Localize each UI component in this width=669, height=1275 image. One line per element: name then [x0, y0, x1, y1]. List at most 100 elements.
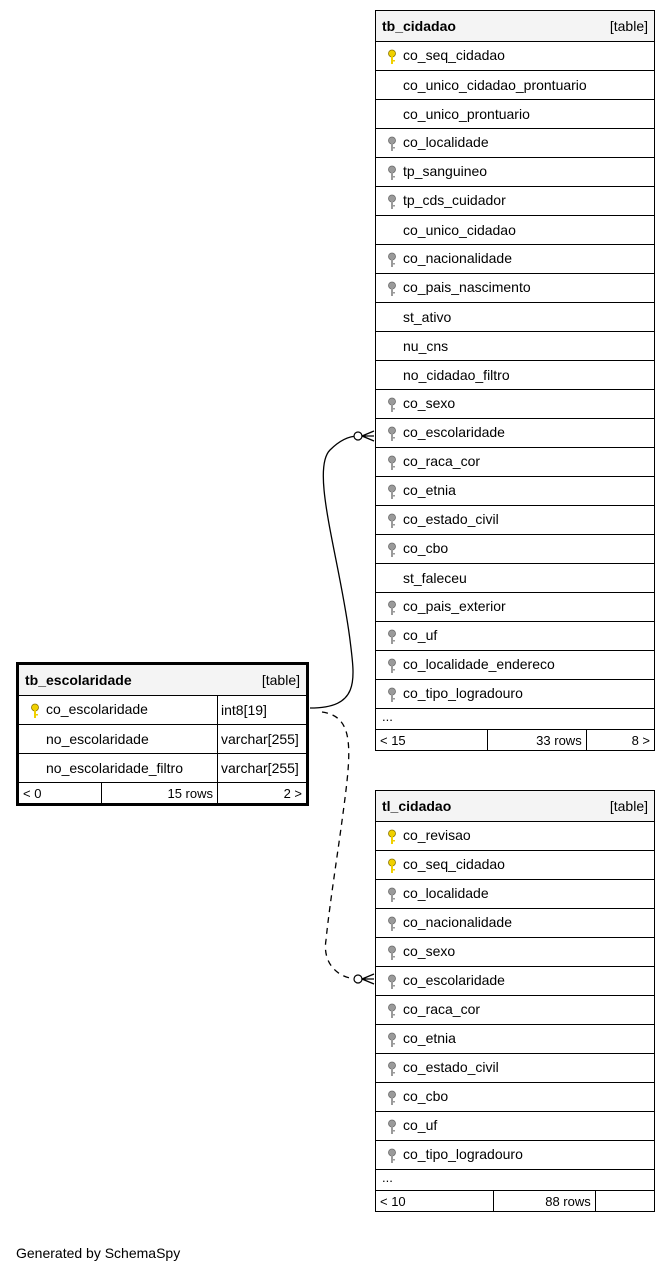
table-type-label: [table]: [609, 798, 648, 814]
column-name[interactable]: co_nacionalidade: [403, 250, 512, 267]
children-count[interactable]: 2 >: [217, 782, 308, 805]
column-row[interactable]: co_pais_exterior: [375, 592, 655, 622]
column-row[interactable]: nu_cns: [375, 331, 655, 361]
column-row[interactable]: co_nacionalidade: [375, 908, 655, 938]
table-tb-cidadao[interactable]: tb_cidadao[table] co_seq_cidadao co_unico_…: [374, 10, 656, 751]
column-row[interactable]: co_unico_cidadao_prontuario: [375, 70, 655, 100]
table-header[interactable]: tb_escolaridade[table]: [17, 663, 308, 696]
column-name[interactable]: co_etnia: [403, 1030, 456, 1047]
column-name[interactable]: co_estado_civil: [403, 1059, 499, 1076]
column-name[interactable]: nu_cns: [403, 338, 449, 354]
column-row[interactable]: co_revisao: [375, 821, 655, 851]
more-columns-row[interactable]: ...: [375, 708, 655, 730]
column-name[interactable]: co_pais_exterior: [403, 598, 506, 615]
column-name[interactable]: co_localidade: [403, 134, 489, 151]
parents-count[interactable]: < 10: [374, 1190, 495, 1212]
column-name[interactable]: co_pais_nascimento: [403, 279, 531, 296]
column-row[interactable]: no_cidadao_filtro: [375, 360, 655, 390]
column-row[interactable]: tp_cds_cuidador: [375, 186, 655, 216]
column-name[interactable]: co_revisao: [403, 827, 471, 844]
table-tl-cidadao[interactable]: tl_cidadao [table] co_revisao co_seq_cidada…: [374, 790, 656, 1212]
column-name[interactable]: co_uf: [403, 627, 438, 644]
column-name[interactable]: co_seq_cidadao: [403, 856, 505, 873]
column-row[interactable]: co_escolaridade: [375, 966, 655, 996]
column-row[interactable]: st_ativo: [375, 302, 655, 332]
column-name[interactable]: co_escolaridade: [403, 972, 505, 989]
column-name[interactable]: no_escolaridade: [46, 731, 149, 747]
column-name[interactable]: co_seq_cidadao: [403, 47, 505, 64]
column-row[interactable]: co_localidade: [375, 128, 655, 158]
column-row[interactable]: co_localidade_endereco: [375, 650, 655, 680]
column-name[interactable]: st_ativo: [403, 309, 452, 325]
column-name[interactable]: co_unico_cidadao_prontuario: [403, 77, 587, 93]
column-name[interactable]: co_sexo: [403, 395, 456, 412]
column-name[interactable]: co_uf: [403, 1117, 438, 1134]
column-row[interactable]: co_estado_civil: [375, 505, 655, 535]
column-name[interactable]: co_cbo: [403, 1088, 449, 1105]
column-row[interactable]: co_seq_cidadao: [375, 41, 655, 71]
column-row[interactable]: co_uf: [375, 1111, 655, 1141]
column-row[interactable]: no_escolaridade varchar[255]: [17, 724, 308, 754]
column-name[interactable]: co_raca_cor: [403, 453, 481, 470]
column-row[interactable]: co_unico_prontuario: [375, 99, 655, 129]
table-name[interactable]: tb_escolaridade: [25, 672, 132, 688]
column-row[interactable]: co_tipo_logradouro: [375, 1140, 655, 1170]
column-name[interactable]: co_escolaridade: [46, 701, 148, 718]
column-name[interactable]: co_localidade_endereco: [403, 656, 555, 673]
column-type: varchar[255]: [217, 724, 308, 754]
column-row[interactable]: co_sexo: [375, 389, 655, 419]
ellipsis[interactable]: ...: [375, 708, 655, 730]
column-row[interactable]: co_seq_cidadao: [375, 850, 655, 880]
column-name[interactable]: co_raca_cor: [403, 1001, 481, 1018]
table-name[interactable]: tb_cidadao: [382, 18, 456, 34]
column-name[interactable]: co_escolaridade: [403, 424, 505, 441]
parents-count[interactable]: < 0: [17, 782, 102, 805]
table-name[interactable]: tl_cidadao: [382, 798, 452, 814]
table-header[interactable]: tb_cidadao[table]: [375, 10, 655, 42]
column-name[interactable]: co_localidade: [403, 885, 489, 902]
column-row[interactable]: co_cbo: [375, 1082, 655, 1112]
column-name[interactable]: co_tipo_logradouro: [403, 1146, 523, 1163]
column-name[interactable]: co_etnia: [403, 482, 456, 499]
column-row[interactable]: co_sexo: [375, 937, 655, 967]
column-row[interactable]: co_pais_nascimento: [375, 273, 655, 303]
column-row[interactable]: co_tipo_logradouro: [375, 679, 655, 709]
table-header[interactable]: tl_cidadao [table]: [375, 790, 655, 822]
column-row[interactable]: co_etnia: [375, 1024, 655, 1054]
children-count[interactable]: [594, 1190, 656, 1212]
column-name[interactable]: co_estado_civil: [403, 511, 499, 528]
parents-count[interactable]: < 15: [374, 729, 489, 751]
column-name[interactable]: co_sexo: [403, 943, 456, 960]
ellipsis[interactable]: ...: [375, 1169, 655, 1191]
column-name[interactable]: co_cbo: [403, 540, 449, 557]
column-name[interactable]: tp_sanguineo: [403, 163, 488, 180]
foreign-key-icon: [382, 1032, 402, 1048]
column-name[interactable]: co_unico_cidadao: [403, 222, 516, 238]
column-name[interactable]: st_faleceu: [403, 570, 467, 586]
column-row[interactable]: co_localidade: [375, 879, 655, 909]
column-name[interactable]: co_unico_prontuario: [403, 106, 530, 122]
column-name[interactable]: no_escolaridade_filtro: [46, 760, 183, 776]
column-name[interactable]: no_cidadao_filtro: [403, 367, 510, 383]
more-columns-row[interactable]: ...: [375, 1169, 655, 1191]
foreign-key-icon: [382, 974, 402, 990]
crowfoot-icon: [361, 973, 375, 985]
column-row[interactable]: st_faleceu: [375, 563, 655, 593]
column-name[interactable]: tp_cds_cuidador: [403, 192, 506, 209]
column-row[interactable]: co_raca_cor: [375, 447, 655, 477]
column-name[interactable]: co_tipo_logradouro: [403, 685, 523, 702]
column-row[interactable]: co_escolaridade: [375, 418, 655, 448]
column-row[interactable]: co_unico_cidadao: [375, 215, 655, 245]
column-row[interactable]: co_estado_civil: [375, 1053, 655, 1083]
column-row[interactable]: co_cbo: [375, 534, 655, 564]
children-count[interactable]: 8 >: [585, 729, 656, 751]
column-row[interactable]: co_uf: [375, 621, 655, 651]
column-row[interactable]: co_nacionalidade: [375, 244, 655, 274]
column-row[interactable]: tp_sanguineo: [375, 157, 655, 187]
column-row[interactable]: co_raca_cor: [375, 995, 655, 1025]
column-name[interactable]: co_nacionalidade: [403, 914, 512, 931]
column-row[interactable]: co_etnia: [375, 476, 655, 506]
